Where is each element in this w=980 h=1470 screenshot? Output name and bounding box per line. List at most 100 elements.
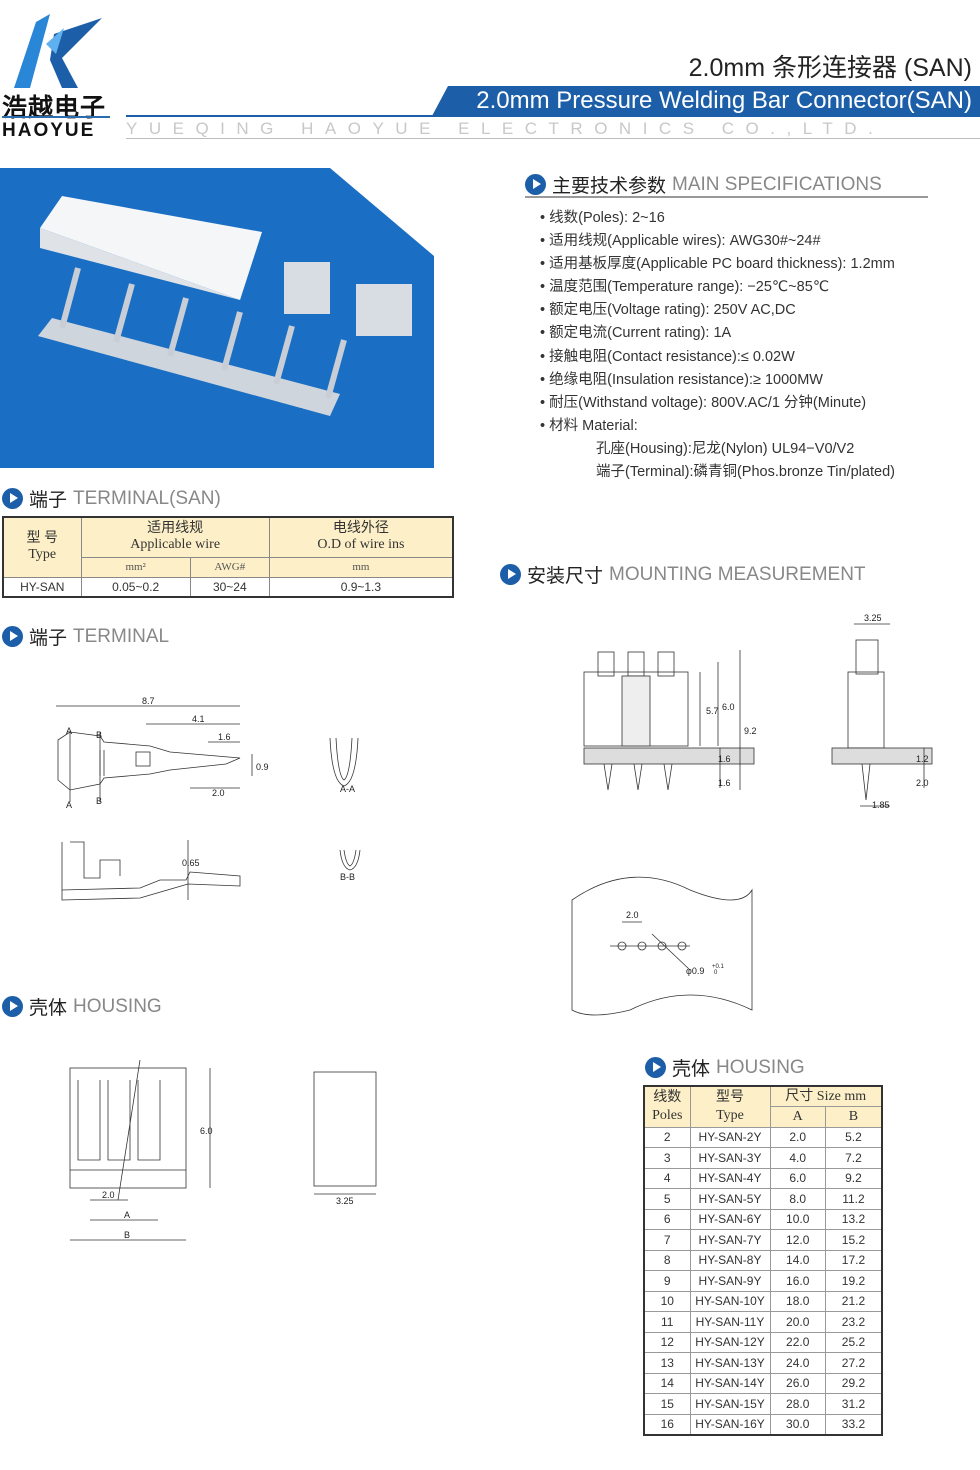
company-name: YUEQING HAOYUE ELECTRONICS CO.,LTD. bbox=[126, 119, 885, 138]
section-marker: B bbox=[96, 730, 102, 740]
cell-b: 11.2 bbox=[824, 1188, 883, 1210]
section-heading-housing-table: 壳体 HOUSING bbox=[645, 1054, 805, 1081]
header-od-cn: 电线外径 bbox=[332, 521, 389, 537]
cell-od: 0.9~1.3 bbox=[268, 576, 454, 598]
dim-label: 1.85 bbox=[872, 800, 890, 810]
section-heading-specs: 主要技术参数 MAIN SPECIFICATIONS bbox=[525, 171, 882, 198]
cell-type: HY-SAN-4Y bbox=[689, 1167, 771, 1189]
cell-poles: 8 bbox=[643, 1249, 691, 1271]
dim-label: 8.7 bbox=[142, 696, 155, 706]
cell-b: 9.2 bbox=[824, 1167, 883, 1189]
play-bullet-icon bbox=[2, 488, 23, 509]
cell-a: 30.0 bbox=[769, 1413, 826, 1435]
view-label: A-A bbox=[340, 784, 355, 794]
header-od-en: O.D of wire ins bbox=[317, 537, 405, 553]
cell-a: 22.0 bbox=[769, 1331, 826, 1353]
cell-a: 24.0 bbox=[769, 1352, 826, 1374]
section-marker: B bbox=[96, 796, 102, 806]
cell-b: 33.2 bbox=[824, 1413, 883, 1435]
cell-poles: 13 bbox=[643, 1352, 691, 1374]
mounting-drawing: 3.25 5.7 6.0 9.2 1.6 1.6 1.2 2.0 1.85 2.… bbox=[571, 613, 933, 1016]
cell-a: 8.0 bbox=[769, 1188, 826, 1210]
tolerance-upper: +0.1 bbox=[712, 964, 725, 970]
cell-a: 16.0 bbox=[769, 1270, 826, 1292]
dim-label: B bbox=[124, 1230, 130, 1240]
section-title-en: HOUSING bbox=[73, 995, 162, 1017]
dim-label: 9.2 bbox=[744, 726, 757, 736]
header-wire-cn: 适用线规 bbox=[147, 521, 204, 537]
section-heading-terminal: 端子 TERMINAL bbox=[2, 623, 169, 650]
spec-item: 线数(Poles): 2~16 bbox=[540, 207, 970, 230]
dim-label: 2.0 bbox=[102, 1190, 115, 1200]
logo-mark-icon bbox=[14, 14, 102, 88]
cell-a: 20.0 bbox=[769, 1311, 826, 1333]
section-marker: A bbox=[66, 800, 72, 810]
cell-poles: 11 bbox=[643, 1311, 691, 1333]
cell-b: 19.2 bbox=[824, 1270, 883, 1292]
cell-type: HY-SAN-15Y bbox=[689, 1393, 771, 1415]
header-type-cn: 型号 bbox=[716, 1089, 744, 1105]
section-title-cn: 端子 bbox=[29, 490, 68, 511]
cell-a: 4.0 bbox=[769, 1147, 826, 1169]
section-title-en: TERMINAL(SAN) bbox=[73, 487, 221, 509]
cell-b: 23.2 bbox=[824, 1311, 883, 1333]
cell-b: 5.2 bbox=[824, 1126, 883, 1148]
header-b: B bbox=[824, 1106, 883, 1128]
terminal-drawing: 8.7 4.1 1.6 0.9 2.0 A B A B A-A 0.65 B-B bbox=[56, 696, 361, 901]
header-poles-cn: 线数 bbox=[653, 1089, 682, 1105]
play-bullet-icon bbox=[525, 174, 546, 195]
header-wire-en: Applicable wire bbox=[130, 537, 221, 553]
cell-poles: 12 bbox=[643, 1331, 691, 1353]
cell-type: HY-SAN-9Y bbox=[689, 1270, 771, 1292]
play-bullet-icon bbox=[2, 626, 23, 647]
spec-item: 额定电压(Voltage rating): 250V AC,DC bbox=[540, 299, 970, 322]
cell-b: 29.2 bbox=[824, 1372, 883, 1394]
dim-label: φ0.9 bbox=[686, 966, 704, 976]
section-marker: A bbox=[66, 726, 72, 736]
cell-type: HY-SAN bbox=[2, 576, 82, 598]
cell-b: 21.2 bbox=[824, 1290, 883, 1312]
cell-type: HY-SAN-2Y bbox=[689, 1126, 771, 1148]
cell-a: 14.0 bbox=[769, 1249, 826, 1271]
cell-type: HY-SAN-5Y bbox=[689, 1188, 771, 1210]
product-photo bbox=[0, 168, 434, 468]
section-title-cn: 主要技术参数 bbox=[552, 176, 667, 197]
header-underline bbox=[126, 138, 980, 139]
cell-awg: 30~24 bbox=[189, 576, 270, 598]
logo-divider bbox=[2, 116, 110, 118]
cell-a: 18.0 bbox=[769, 1290, 826, 1312]
cell-type: HY-SAN-8Y bbox=[689, 1249, 771, 1271]
page-title-chinese: 2.0mm 条形连接器 (SAN) bbox=[688, 54, 972, 82]
cell-poles: 14 bbox=[643, 1372, 691, 1394]
page-title-english: 2.0mm Pressure Welding Bar Connector(SAN… bbox=[476, 87, 972, 114]
subheader-mm: mm bbox=[268, 556, 454, 578]
spec-item: 耐压(Withstand voltage): 800V.AC/1 分钟(Minu… bbox=[540, 392, 970, 415]
cell-a: 28.0 bbox=[769, 1393, 826, 1415]
dim-label: 0.9 bbox=[256, 762, 269, 772]
cell-poles: 6 bbox=[643, 1208, 691, 1230]
dim-label: 1.6 bbox=[718, 754, 731, 764]
section-title-cn: 安装尺寸 bbox=[527, 566, 604, 587]
header-divider bbox=[126, 115, 980, 117]
cell-b: 13.2 bbox=[824, 1208, 883, 1230]
cell-type: HY-SAN-6Y bbox=[689, 1208, 771, 1230]
spec-item: 适用线规(Applicable wires): AWG30#~24# bbox=[540, 230, 970, 253]
header-type-cn: 型 号 bbox=[26, 531, 59, 547]
table-row: HY-SAN 0.05~0.2 30~24 0.9~1.3 bbox=[2, 576, 454, 598]
material-terminal: 端子(Terminal):磷青铜(Phos.bronze Tin/plated) bbox=[596, 464, 895, 481]
dim-label: 1.6 bbox=[218, 732, 231, 742]
dim-label: 1.2 bbox=[916, 754, 929, 764]
housing-drawing: 6.0 2.0 A B 3.25 bbox=[69, 1060, 377, 1241]
cell-a: 10.0 bbox=[769, 1208, 826, 1230]
cell-b: 7.2 bbox=[824, 1147, 883, 1169]
section-title-cn: 壳体 bbox=[29, 998, 68, 1019]
